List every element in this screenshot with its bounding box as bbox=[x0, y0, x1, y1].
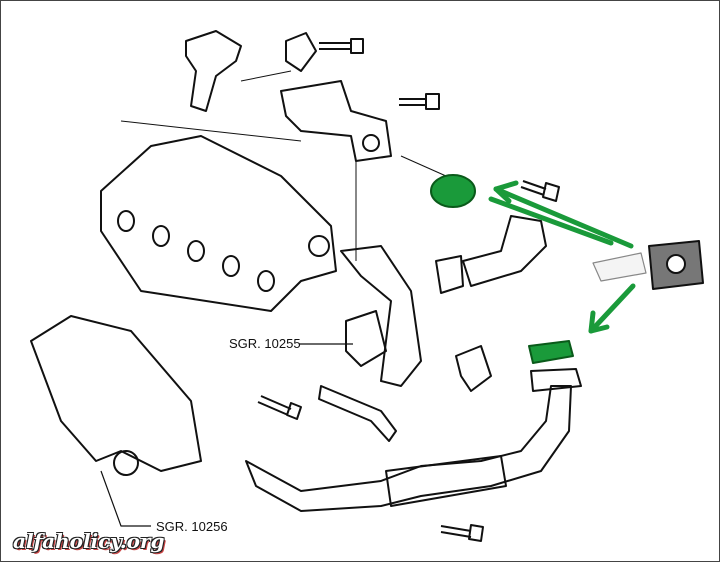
elbow bbox=[455, 345, 492, 392]
bolt-lower bbox=[257, 395, 302, 420]
bolt-top bbox=[319, 38, 364, 54]
bolt-right bbox=[520, 180, 560, 202]
leader-10256 bbox=[100, 470, 151, 527]
egr-valve bbox=[280, 80, 392, 162]
cooler bbox=[385, 455, 507, 507]
bolt-bottom bbox=[440, 524, 484, 542]
part-label-10256: SGR. 10256 bbox=[156, 519, 228, 534]
lower-egr-pipe bbox=[245, 385, 572, 512]
watermark-logo: alfaholicy.org bbox=[13, 529, 165, 553]
bracket bbox=[185, 30, 242, 112]
vacuum-modulator bbox=[345, 310, 387, 367]
exhaust-manifold bbox=[30, 315, 202, 472]
gasket-plain bbox=[592, 252, 647, 282]
intake-manifold bbox=[100, 135, 337, 312]
green-arrows bbox=[488, 180, 636, 334]
bolt-mid bbox=[399, 93, 440, 110]
hose bbox=[318, 385, 397, 442]
clip bbox=[285, 32, 317, 72]
egr-pipe-upper bbox=[340, 245, 422, 387]
part-label-10255: SGR. 10255 bbox=[229, 336, 301, 351]
flange-lower bbox=[530, 368, 582, 392]
flex-pipe bbox=[462, 215, 547, 287]
green-gasket-upper bbox=[430, 174, 476, 208]
flange bbox=[435, 255, 464, 294]
green-gasket-lower bbox=[528, 340, 574, 364]
